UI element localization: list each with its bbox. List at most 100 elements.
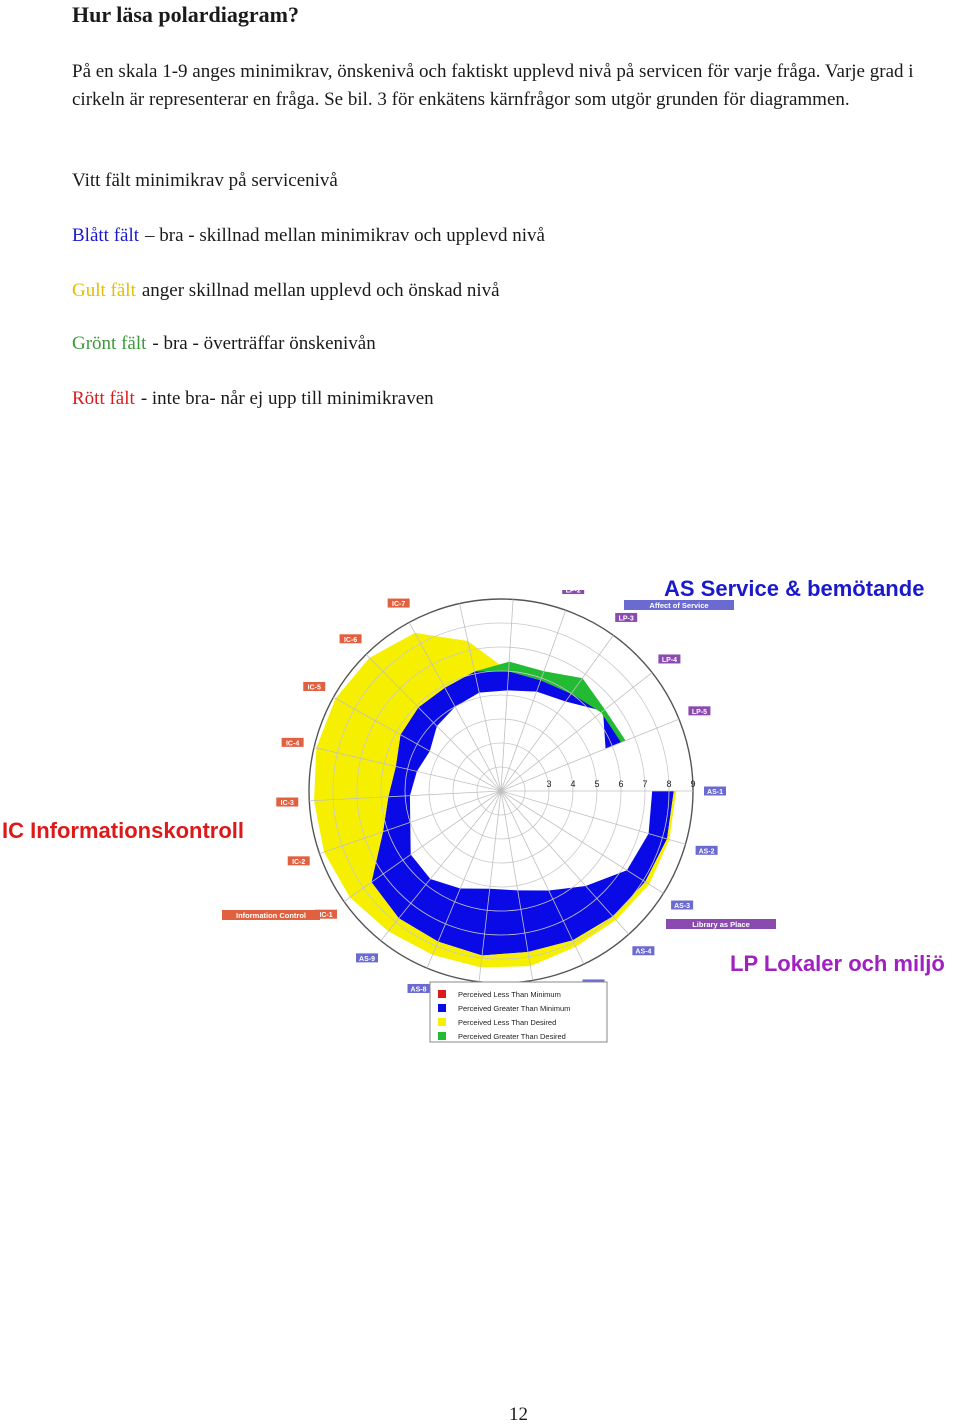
band-blue — [371, 822, 411, 883]
dimension-label: IC-2 — [292, 859, 305, 866]
spoke — [459, 603, 502, 792]
red-field-keyword: Rött fält — [72, 388, 135, 409]
scale-tick-label: 6 — [618, 779, 623, 789]
dimension-label: IC-6 — [344, 637, 357, 644]
ic-section-label: IC Informationskontroll — [2, 818, 244, 843]
dimension-label: LP-3 — [619, 615, 634, 622]
band-blue — [371, 854, 431, 919]
band-yellow — [645, 838, 670, 885]
category-label: Information Control — [236, 911, 306, 920]
band-green — [474, 661, 510, 672]
band-yellow — [572, 916, 616, 947]
dimension-label: AS-8 — [411, 986, 427, 993]
dimension-tag — [695, 845, 718, 855]
chart-dimension-tags: AS-1AS-2AS-3AS-4AS-5AS-6AS-7AS-8AS-9IC-1… — [276, 590, 726, 1009]
spoke — [408, 622, 502, 792]
dimension-label: AS-4 — [635, 949, 651, 956]
white-field-description: Vitt fält minimikrav på servicenivå — [72, 170, 338, 191]
spoke — [500, 790, 664, 894]
yellow-field-keyword: Gult fält — [72, 280, 136, 301]
band-blue — [536, 680, 572, 702]
dimension-label: IC-7 — [392, 601, 405, 608]
band-blue — [517, 890, 573, 952]
band-yellow — [480, 951, 531, 968]
band-yellow — [369, 632, 445, 708]
spoke — [309, 790, 502, 802]
dimension-tag — [356, 953, 379, 963]
dimension-tag — [276, 797, 299, 807]
band-blue — [474, 671, 509, 693]
dimension-tag — [387, 598, 410, 608]
dimension-label: AS-3 — [674, 903, 690, 910]
green-field-keyword: Grönt fält — [72, 333, 147, 354]
blue-field-text: – bra - skillnad mellan minimikrav och u… — [145, 225, 545, 246]
dimension-tag — [632, 946, 655, 956]
dimension-tag — [562, 590, 585, 595]
dimension-tag — [658, 654, 681, 664]
band-yellow — [667, 791, 677, 840]
red-field-text: - inte bra- når ej upp till minimikraven — [140, 388, 434, 409]
band-blue — [438, 888, 490, 956]
dimension-label: AS-1 — [707, 789, 723, 796]
as-section-label: AS Service & bemötande — [664, 576, 925, 601]
legend-label: Perceived Less Than Desired — [458, 1018, 556, 1027]
dimension-label: LP-5 — [692, 709, 707, 716]
band-green — [601, 709, 626, 743]
red-field-description: Rött fält- inte bra- når ej upp till min… — [72, 388, 434, 410]
dimension-label: LP-2 — [566, 590, 581, 595]
legend-box — [429, 981, 608, 1043]
dimension-tag — [287, 856, 310, 866]
band-blue — [388, 766, 417, 797]
band-green — [571, 678, 605, 713]
legend-swatch — [438, 1004, 446, 1012]
spoke — [365, 654, 502, 792]
spoke — [500, 790, 686, 845]
dimension-label: IC-5 — [308, 684, 321, 691]
band-yellow — [314, 796, 389, 853]
dimension-tag — [315, 909, 338, 919]
spoke — [500, 790, 534, 981]
band-blue — [585, 870, 646, 917]
band-yellow — [349, 882, 399, 932]
band-blue — [648, 791, 674, 839]
scale-tick-label: 4 — [570, 779, 575, 789]
band-blue — [398, 878, 461, 942]
intro-paragraph: På en skala 1-9 anges minimikrav, önsken… — [72, 61, 914, 110]
spoke — [313, 746, 502, 792]
legend-swatch — [438, 990, 446, 998]
band-yellow — [612, 881, 650, 920]
spoke — [343, 790, 502, 902]
spoke — [500, 790, 630, 935]
band-yellow — [316, 698, 401, 767]
band-blue — [548, 885, 613, 941]
spoke — [333, 696, 502, 792]
category-tag — [666, 919, 776, 929]
spoke — [500, 635, 614, 792]
dimension-tag — [671, 900, 694, 910]
dimension-tag — [281, 737, 304, 747]
category-tag — [222, 910, 320, 920]
band-yellow — [414, 632, 475, 688]
band-yellow — [314, 747, 396, 801]
band-blue — [507, 671, 541, 692]
spoke — [500, 599, 514, 792]
legend-label: Perceived Less Than Minimum — [458, 990, 561, 999]
green-field-text: - bra - överträffar önskenivån — [152, 333, 376, 354]
category-tag — [624, 600, 734, 610]
spoke — [478, 790, 502, 982]
legend-swatch — [438, 1018, 446, 1026]
band-blue — [444, 671, 480, 707]
dimension-tag — [339, 634, 362, 644]
dimension-label: AS-9 — [359, 956, 375, 963]
yellow-field-text: anger skillnad mellan upplevd och önskad… — [141, 280, 500, 301]
legend-label: Perceived Greater Than Desired — [458, 1032, 566, 1041]
band-green — [540, 671, 583, 694]
band-blue — [400, 707, 437, 752]
spoke — [319, 790, 502, 855]
chart-fills — [314, 632, 677, 968]
legend-label: Perceived Greater Than Minimum — [458, 1004, 570, 1013]
category-label: Library as Place — [692, 920, 750, 929]
